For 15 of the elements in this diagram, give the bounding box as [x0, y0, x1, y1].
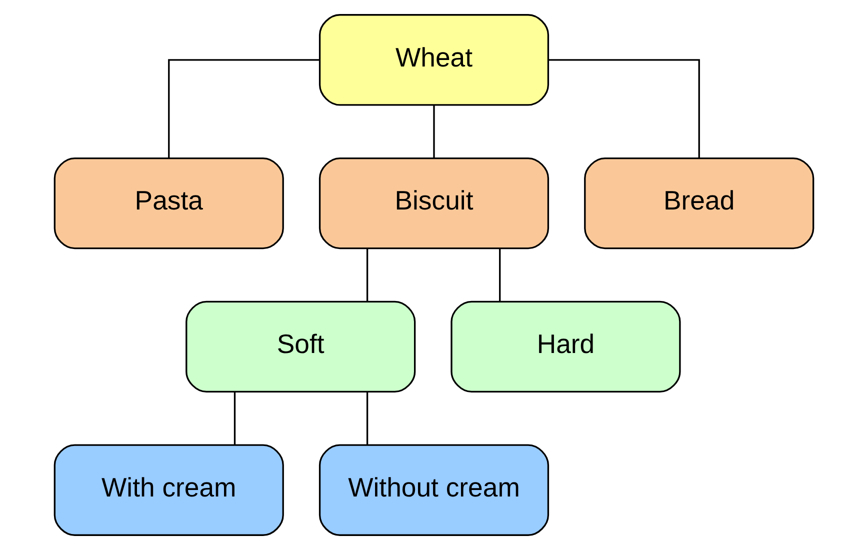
node-box: Bread	[584, 157, 814, 250]
node-box: Pasta	[54, 157, 284, 250]
node-box: With cream	[54, 444, 284, 536]
node-box: Hard	[450, 300, 681, 393]
connector	[499, 248, 501, 302]
node-box: Wheat	[318, 14, 550, 106]
node-box: Without cream	[318, 444, 550, 536]
connector	[366, 248, 368, 302]
connector	[548, 59, 700, 158]
connector	[366, 392, 368, 446]
connector	[234, 392, 236, 446]
node-box: Biscuit	[318, 157, 550, 250]
node-box: Soft	[186, 300, 416, 393]
connector	[433, 105, 435, 158]
connector	[168, 59, 320, 158]
